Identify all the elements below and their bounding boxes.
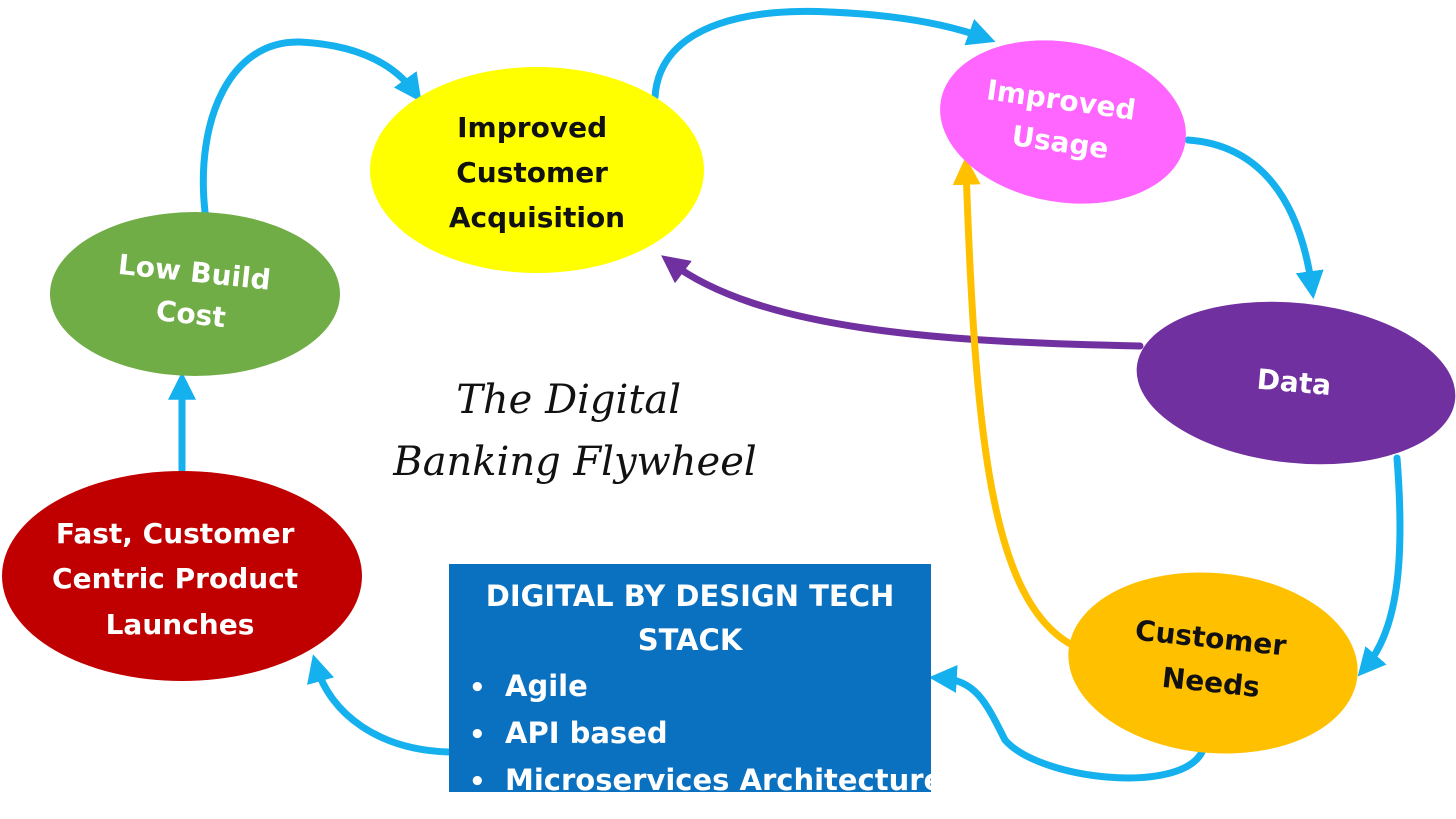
arrow-data-to-acquisition	[661, 255, 1144, 350]
arrow-cost-to-acquisition	[199, 38, 422, 216]
arrow-usage-to-data	[1184, 136, 1324, 300]
node-needs-shape	[1068, 572, 1358, 754]
node-improved-customer-acquisition: Improved Customer Acquisition	[370, 67, 704, 273]
diagram-title-line-2: Banking Flywheel	[392, 439, 756, 485]
node-data-line-1: Data	[1256, 363, 1333, 402]
tech-stack-item: • API based	[469, 711, 921, 758]
tech-stack-title: DIGITAL BY DESIGN TECH STACK	[485, 579, 895, 657]
node-acquisition-line-2: Customer	[456, 156, 608, 189]
tech-stack-list: • Agile • API based • Microservices Archite…	[459, 664, 943, 805]
arrow-needs-to-stack	[928, 664, 1206, 782]
node-cost-line-2: Cost	[154, 294, 227, 334]
node-low-build-cost: Low Build Cost	[50, 212, 340, 376]
node-acquisition-line-1: Improved	[457, 111, 607, 144]
arrow-acquisition-to-usage	[651, 7, 996, 101]
node-usage-shape	[940, 40, 1186, 204]
node-launches-label: Fast, Customer Centric Product Launches	[52, 517, 308, 641]
node-launches-line-3: Launches	[106, 608, 255, 641]
node-data-label: Data	[1256, 363, 1333, 402]
bullet-icon: •	[469, 673, 486, 703]
tech-stack-item: • Agile	[469, 664, 921, 711]
arrow-needs-to-usage	[952, 156, 1076, 649]
tech-stack-item: • Microservices Architecture	[469, 758, 943, 805]
node-acquisition-label: Improved Customer Acquisition	[449, 111, 625, 234]
connector-arrows	[168, 7, 1404, 782]
node-launches-shape	[2, 471, 362, 681]
bullet-icon: •	[469, 720, 486, 750]
node-cost-shape	[50, 212, 340, 376]
node-customer-needs: Customer Needs	[1068, 572, 1358, 754]
node-fast-customer-centric-product-launches: Fast, Customer Centric Product Launches	[2, 471, 362, 681]
node-data: Data	[1136, 301, 1456, 465]
node-data-shape	[1136, 301, 1456, 465]
diagram-title-line-1: The Digital	[456, 377, 681, 423]
node-acquisition-line-3: Acquisition	[449, 201, 625, 234]
diagram-title: The Digital Banking Flywheel	[392, 377, 756, 485]
tech-stack-item-label: Agile	[505, 669, 588, 703]
arrow-stack-to-launches	[307, 654, 453, 756]
tech-stack-item-label: API based	[505, 716, 668, 750]
node-improved-usage: Improved Usage	[940, 40, 1186, 204]
node-launches-line-1: Fast, Customer	[56, 517, 295, 550]
tech-stack-item-label: Microservices Architecture	[505, 763, 944, 797]
node-launches-line-2: Centric Product	[52, 562, 298, 595]
tech-stack-box: DIGITAL BY DESIGN TECH STACK • Agile • API…	[449, 564, 943, 797]
node-acquisition-shape	[370, 67, 704, 273]
arrow-data-to-needs	[1357, 454, 1404, 677]
bullet-icon: •	[469, 767, 486, 797]
